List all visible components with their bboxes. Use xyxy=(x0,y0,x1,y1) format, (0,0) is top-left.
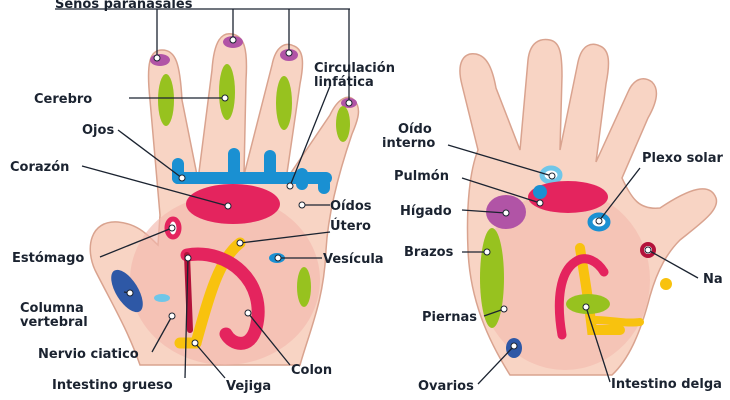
label-vejiga: Vejiga xyxy=(226,379,271,394)
label-oidos: Oídos xyxy=(330,199,372,214)
title-senos-paranasales: Senos paranasales xyxy=(55,0,193,12)
brain-zone-2 xyxy=(219,64,235,120)
label-oido-interno-2: interno xyxy=(382,136,435,151)
lung-blue-dot xyxy=(533,185,547,199)
left-hand xyxy=(89,32,360,366)
eyes-ears-zone xyxy=(172,148,332,194)
heart-zone xyxy=(186,184,280,224)
label-circulacion-1: Circulación xyxy=(314,61,395,76)
label-oido-interno-1: Oído xyxy=(398,122,432,137)
label-circulacion-2: linfática xyxy=(314,75,374,90)
spine-zone xyxy=(111,269,143,313)
label-brazos: Brazos xyxy=(404,245,454,260)
label-corazon: Corazón xyxy=(10,160,69,175)
leader-dots xyxy=(126,36,652,350)
sinus-tip-1 xyxy=(150,54,170,66)
large-intestine-zone xyxy=(190,237,246,349)
right-hand xyxy=(459,38,718,376)
brain-zone-1 xyxy=(158,74,174,126)
yellow-dot xyxy=(660,278,672,290)
lymph-side-zone xyxy=(297,267,311,307)
label-higado: Hígado xyxy=(400,204,452,219)
labels: Senos paranasales Cerebro Circulación li… xyxy=(10,0,724,394)
leader-lines xyxy=(55,8,699,385)
label-plexo-solar: Plexo solar xyxy=(642,151,724,166)
colon-zone xyxy=(180,247,265,350)
label-nervio-ciatico: Nervio ciatico xyxy=(38,347,139,362)
label-ovarios: Ovarios xyxy=(418,379,474,394)
label-piernas: Piernas xyxy=(422,310,477,325)
label-columna-2: vertebral xyxy=(20,315,88,330)
label-intestino-delgado-partial: Intestino delga xyxy=(611,377,722,392)
small-intestine-yellow-2 xyxy=(592,316,644,327)
label-colon: Colon xyxy=(291,363,332,378)
label-utero: Útero xyxy=(330,218,371,234)
brain-zone-3 xyxy=(276,76,292,130)
lung-zone xyxy=(528,181,608,213)
label-ojos: Ojos xyxy=(82,123,114,138)
small-intestine-red xyxy=(554,254,609,340)
label-nariz-partial: Na xyxy=(703,272,723,287)
brain-zone-4 xyxy=(336,106,350,142)
label-vesicula: Vesícula xyxy=(323,252,384,267)
label-pulmon: Pulmón xyxy=(394,169,449,184)
label-estomago: Estómago xyxy=(12,251,84,266)
label-intestino-grueso: Intestino grueso xyxy=(52,378,173,393)
small-intestine-green xyxy=(566,294,610,314)
label-columna-1: Columna xyxy=(20,301,84,316)
label-cerebro: Cerebro xyxy=(34,92,92,107)
spine-zone-small xyxy=(154,294,170,302)
